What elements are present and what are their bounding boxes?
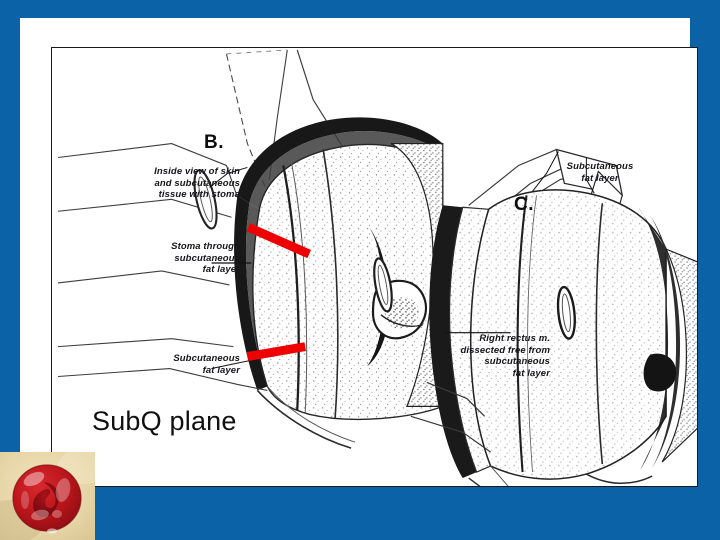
callout-subcutaneous-fat-layer-panel-c: Subcutaneous fat layer — [566, 161, 634, 184]
slide-title: SubQ plane — [92, 406, 237, 436]
panel-label-c: C. — [514, 194, 534, 215]
callout-inside-view-of-skin: Inside view of skin and subcutaneous tis… — [154, 166, 240, 200]
stoma-photo-image — [0, 452, 95, 540]
panel-label-b: B. — [204, 132, 224, 153]
stoma-photograph — [0, 452, 95, 540]
panel-c-drawing — [373, 148, 697, 486]
red-marker-lines — [246, 223, 312, 362]
slide-canvas: B. C. Inside view of skin and subcutaneo… — [20, 18, 698, 487]
figure-frame: B. C. Inside view of skin and subcutaneo… — [51, 47, 698, 487]
callout-stoma-through-fat-layer: Stoma through subcutaneous fat layer — [171, 241, 240, 275]
callout-subcutaneous-fat-layer-panel-b: Subcutaneous fat layer — [173, 353, 240, 376]
anatomical-illustration — [57, 49, 697, 486]
callout-right-rectus-dissected: Right rectus m. dissected free from subc… — [460, 333, 550, 379]
